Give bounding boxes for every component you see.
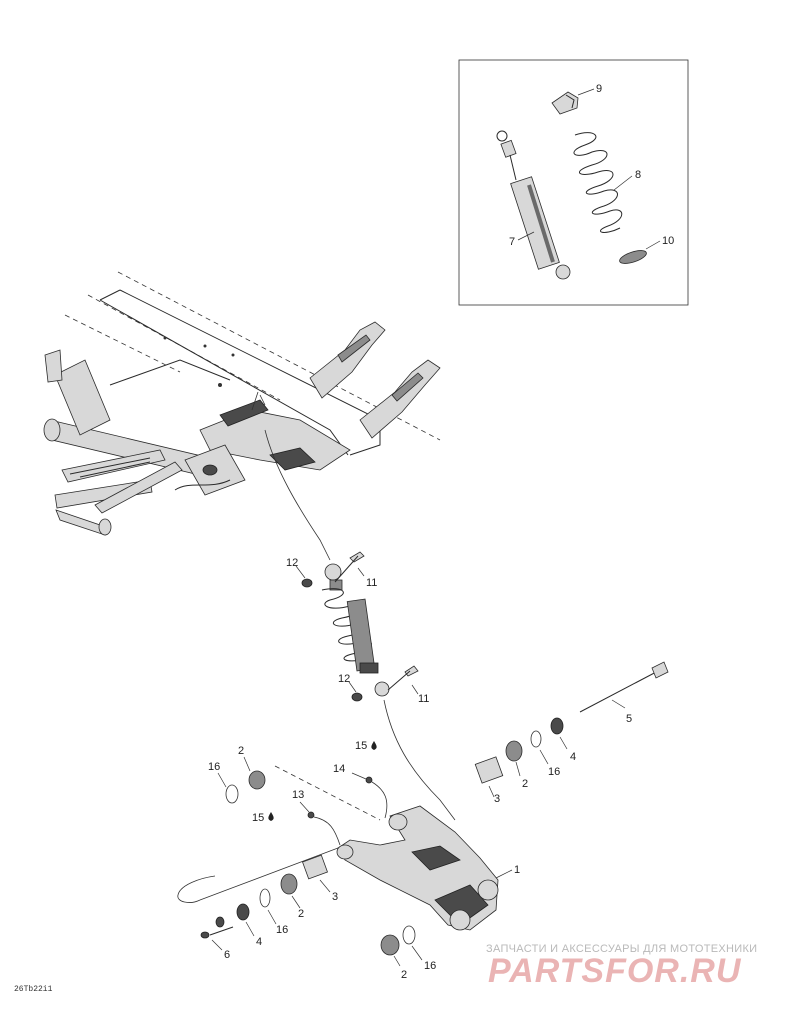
- callout-12-lower: 12: [338, 673, 350, 685]
- callout-5: 5: [626, 713, 632, 725]
- vehicle-frame-drawing: [43, 271, 441, 536]
- shock-body-drawing: [496, 130, 571, 280]
- callout-15-lower: 15: [252, 812, 264, 824]
- callout-4-right: 4: [570, 751, 576, 763]
- inset-frame: [458, 59, 689, 306]
- callout-13: 13: [292, 789, 304, 801]
- callout-2-right: 2: [522, 778, 528, 790]
- callout-3-left: 3: [332, 891, 338, 903]
- callout-1: 1: [514, 864, 520, 876]
- callout-labels: 9 8 7 10 12 11 12 11 5 15 4 16 2 3 2 16 …: [208, 83, 674, 981]
- swing-arm-assembly-drawing: [177, 661, 669, 967]
- callout-10: 10: [662, 235, 674, 247]
- shock-absorber-assembly-drawing: [264, 429, 456, 821]
- callout-16-bottom: 16: [424, 960, 436, 972]
- callout-7: 7: [509, 236, 515, 248]
- callout-16-left-top: 16: [208, 761, 220, 773]
- drawing-code: 26Tb22i1: [14, 985, 53, 994]
- callout-16-right: 16: [548, 766, 560, 778]
- callout-6: 6: [224, 949, 230, 961]
- callout-9: 9: [596, 83, 602, 95]
- watermark-caption: ЗАПЧАСТИ И АКСЕССУАРЫ ДЛЯ МОТОТЕХНИКИ: [486, 943, 758, 955]
- callout-14: 14: [333, 763, 345, 775]
- spring-retainer-drawing: [619, 250, 647, 264]
- callout-12-upper: 12: [286, 557, 298, 569]
- watermark-logo: PARTSFOR.RU: [488, 952, 742, 990]
- callout-11-upper: 11: [366, 577, 377, 589]
- spring-coil-drawing: [573, 132, 623, 233]
- callout-2-bottom: 2: [401, 969, 407, 981]
- callout-4-left: 4: [256, 936, 262, 948]
- callout-15-upper: 15: [355, 740, 367, 752]
- callout-16-left: 16: [276, 924, 288, 936]
- spring-stopper-drawing: [551, 91, 579, 115]
- inset-shock-detail: [458, 59, 689, 306]
- callout-8: 8: [635, 169, 641, 181]
- callout-3-right: 3: [494, 793, 500, 805]
- callout-2-left: 2: [298, 908, 304, 920]
- callout-11-lower: 11: [418, 693, 429, 705]
- callout-2-left-top: 2: [238, 745, 244, 757]
